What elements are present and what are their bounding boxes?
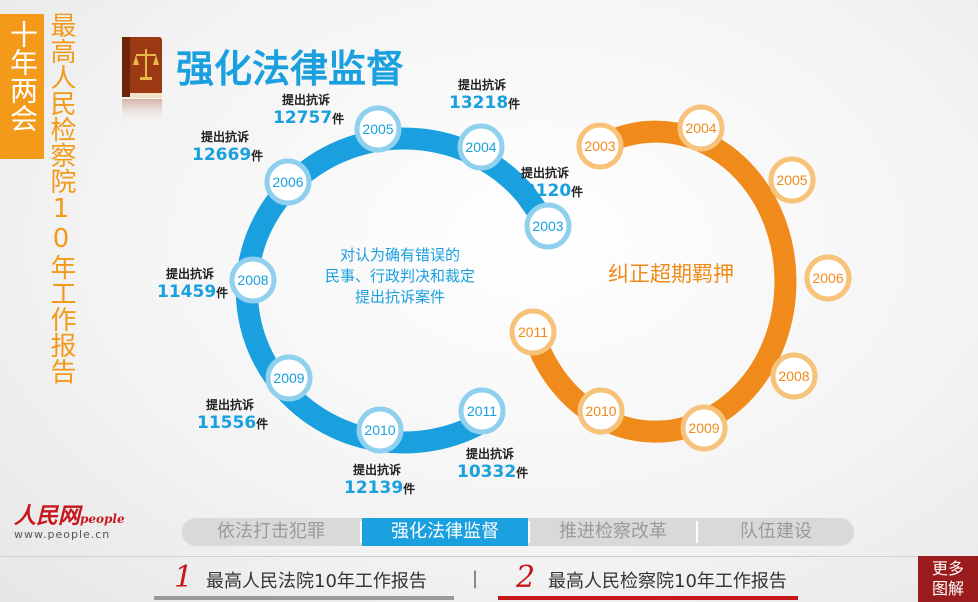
page-title: 强化法律监督 — [176, 47, 405, 91]
unit: 件 — [516, 466, 529, 480]
value-number: 11459 — [157, 282, 217, 302]
footer-num-2: 2 — [516, 560, 536, 595]
unit: 件 — [508, 97, 521, 111]
tab-crime[interactable]: 依法打击犯罪 — [217, 521, 325, 542]
left-year-node-2004 — [457, 123, 505, 171]
tab-reform[interactable]: 推进检察改革 — [559, 521, 667, 542]
logo-brand-en: people — [80, 512, 125, 526]
right-year-label-2005: 2005 — [776, 172, 807, 188]
unit: 件 — [216, 286, 229, 300]
left-year-node-2005 — [354, 105, 402, 153]
tab-legal-supervision[interactable]: 强化法律监督 — [362, 518, 528, 546]
value-number: 13120 — [512, 181, 572, 201]
right-year-label-2011: 2011 — [518, 324, 548, 340]
left-label-2005: 提出抗诉 12757件 — [273, 91, 344, 128]
left-year-node-2003 — [524, 202, 572, 250]
left-year-label-2009: 2009 — [273, 370, 304, 386]
left-label-2003: 提出抗诉 13120件 — [512, 164, 583, 201]
footer-link-procuratorate-report[interactable]: 最高人民检察院10年工作报告 — [548, 571, 787, 592]
right-year-node-2010 — [577, 387, 625, 435]
right-loop-caption: 纠正超期羁押 — [608, 262, 734, 286]
left-label-2009: 提出抗诉 11556件 — [197, 396, 268, 433]
right-year-label-2004: 2004 — [685, 120, 716, 136]
left-label-2010: 提出抗诉 12139件 — [344, 461, 415, 498]
footer-num-1: 1 — [174, 560, 194, 595]
value-number: 13218 — [449, 93, 509, 113]
label-text: 提出抗诉 — [282, 93, 331, 107]
right-year-label-2008: 2008 — [778, 368, 809, 384]
more-infographics-button[interactable]: 更多 图解 — [918, 556, 978, 602]
right-year-node-2003 — [576, 122, 624, 170]
left-label-2006: 提出抗诉 12669件 — [192, 128, 263, 165]
label-text: 提出抗诉 — [466, 447, 515, 461]
sidebar-tag: 十年两会 — [0, 14, 44, 159]
label-text: 提出抗诉 — [166, 267, 215, 281]
left-year-label-2010: 2010 — [364, 422, 395, 438]
label-text: 提出抗诉 — [206, 398, 255, 412]
right-year-label-2006: 2006 — [812, 270, 843, 286]
label-text: 提出抗诉 — [353, 463, 402, 477]
right-year-node-2005 — [768, 156, 816, 204]
footer-separator: | — [472, 568, 479, 589]
right-year-label-2010: 2010 — [585, 403, 616, 419]
unit: 件 — [256, 417, 269, 431]
footer-divider — [0, 556, 978, 557]
left-year-node-2011 — [458, 387, 506, 435]
left-year-label-2006: 2006 — [272, 174, 303, 190]
value-number: 12669 — [192, 145, 252, 165]
unit: 件 — [332, 112, 345, 126]
tab-team[interactable]: 队伍建设 — [740, 521, 812, 542]
right-year-node-2011 — [509, 308, 557, 356]
sidebar-tag-text: 十年两会 — [6, 20, 39, 132]
value-number: 11556 — [197, 413, 257, 433]
left-year-label-2004: 2004 — [465, 139, 496, 155]
right-year-node-2009 — [680, 404, 728, 452]
tab-divider — [360, 521, 362, 543]
more-line-1: 更多 — [931, 559, 964, 578]
section-tabs: 依法打击犯罪 强化法律监督 推进检察改革 队伍建设 — [182, 518, 854, 546]
left-year-node-2008 — [229, 256, 277, 304]
caption-line: 提出抗诉案件 — [354, 288, 445, 306]
label-text: 提出抗诉 — [458, 78, 507, 92]
label-text: 提出抗诉 — [521, 166, 570, 180]
left-year-node-2010 — [356, 406, 404, 454]
footer-link-court-report[interactable]: 最高人民法院10年工作报告 — [206, 571, 427, 592]
unit: 件 — [403, 482, 416, 496]
left-year-label-2008: 2008 — [237, 272, 268, 288]
caption-line: 民事、行政判决和裁定 — [324, 267, 475, 285]
right-year-label-2009: 2009 — [688, 420, 719, 436]
report-title: 最高人民检察院10年工作报告 — [46, 12, 76, 384]
left-label-2004: 提出抗诉 13218件 — [449, 76, 520, 113]
left-label-2008: 提出抗诉 11459件 — [157, 265, 228, 302]
caption-line: 对认为确有错误的 — [339, 246, 460, 264]
value-number: 12757 — [273, 108, 333, 128]
unit: 件 — [251, 149, 264, 163]
left-year-node-2009 — [265, 354, 313, 402]
footer-underline-1 — [154, 596, 454, 600]
value-number: 12139 — [344, 478, 404, 498]
left-year-label-2003: 2003 — [532, 218, 563, 234]
unit: 件 — [571, 185, 584, 199]
footer-underline-2 — [498, 596, 798, 600]
tab-divider — [696, 521, 698, 543]
logo-brand-cn: 人民网 — [14, 503, 81, 529]
left-year-label-2005: 2005 — [362, 121, 393, 137]
logo-url: www.people.cn — [14, 528, 111, 541]
left-year-node-2006 — [264, 158, 312, 206]
right-year-label-2003: 2003 — [584, 138, 615, 154]
people-logo[interactable]: 人民网people www.people.cn — [14, 498, 125, 541]
right-year-node-2006 — [804, 254, 852, 302]
left-loop-caption: 对认为确有错误的 民事、行政判决和裁定 提出抗诉案件 — [300, 245, 500, 308]
left-label-2011: 提出抗诉 10332件 — [457, 445, 528, 482]
right-year-node-2008 — [770, 352, 818, 400]
value-number: 10332 — [457, 462, 517, 482]
left-year-label-2011: 2011 — [467, 403, 497, 419]
right-year-node-2004 — [677, 104, 725, 152]
label-text: 提出抗诉 — [201, 130, 250, 144]
law-book-icon — [122, 37, 162, 125]
logo-brand: 人民网people — [14, 498, 125, 530]
more-line-2: 图解 — [931, 579, 964, 598]
tab-divider — [528, 521, 530, 543]
